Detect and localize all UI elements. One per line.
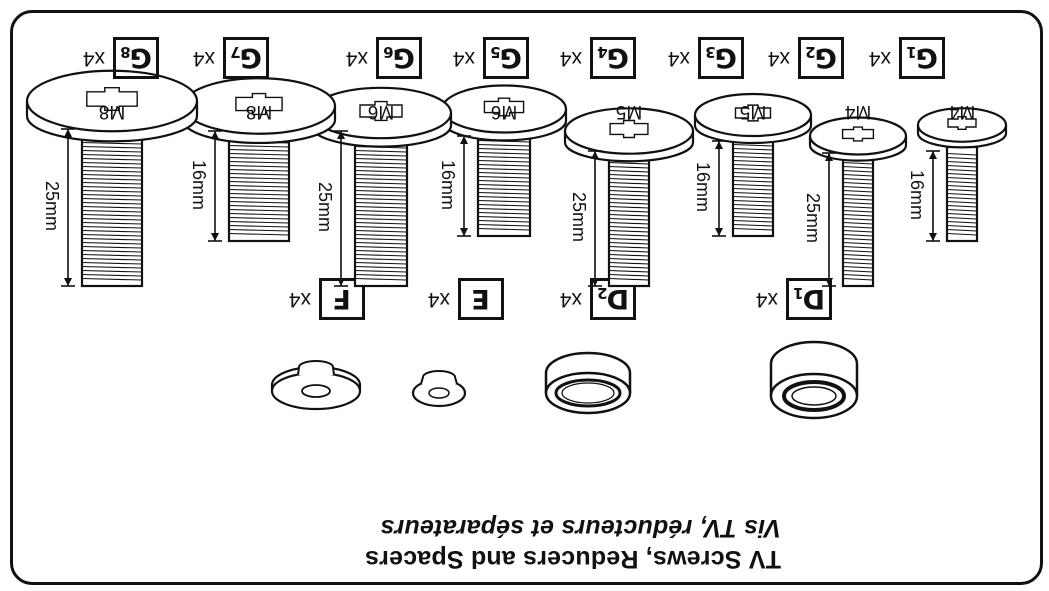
spacer-f-illustration bbox=[270, 360, 362, 411]
spacer-d1-illustration bbox=[769, 340, 859, 420]
spacer-e-illustration bbox=[411, 370, 467, 408]
spacer-d2-illustration bbox=[544, 351, 632, 415]
quantity-text: x4 bbox=[82, 47, 105, 70]
screw-size-label: M8 bbox=[98, 101, 126, 122]
part-letter: G bbox=[130, 42, 152, 74]
part-subscript: 8 bbox=[120, 43, 131, 62]
screw-length-label: 25mm bbox=[42, 181, 62, 232]
